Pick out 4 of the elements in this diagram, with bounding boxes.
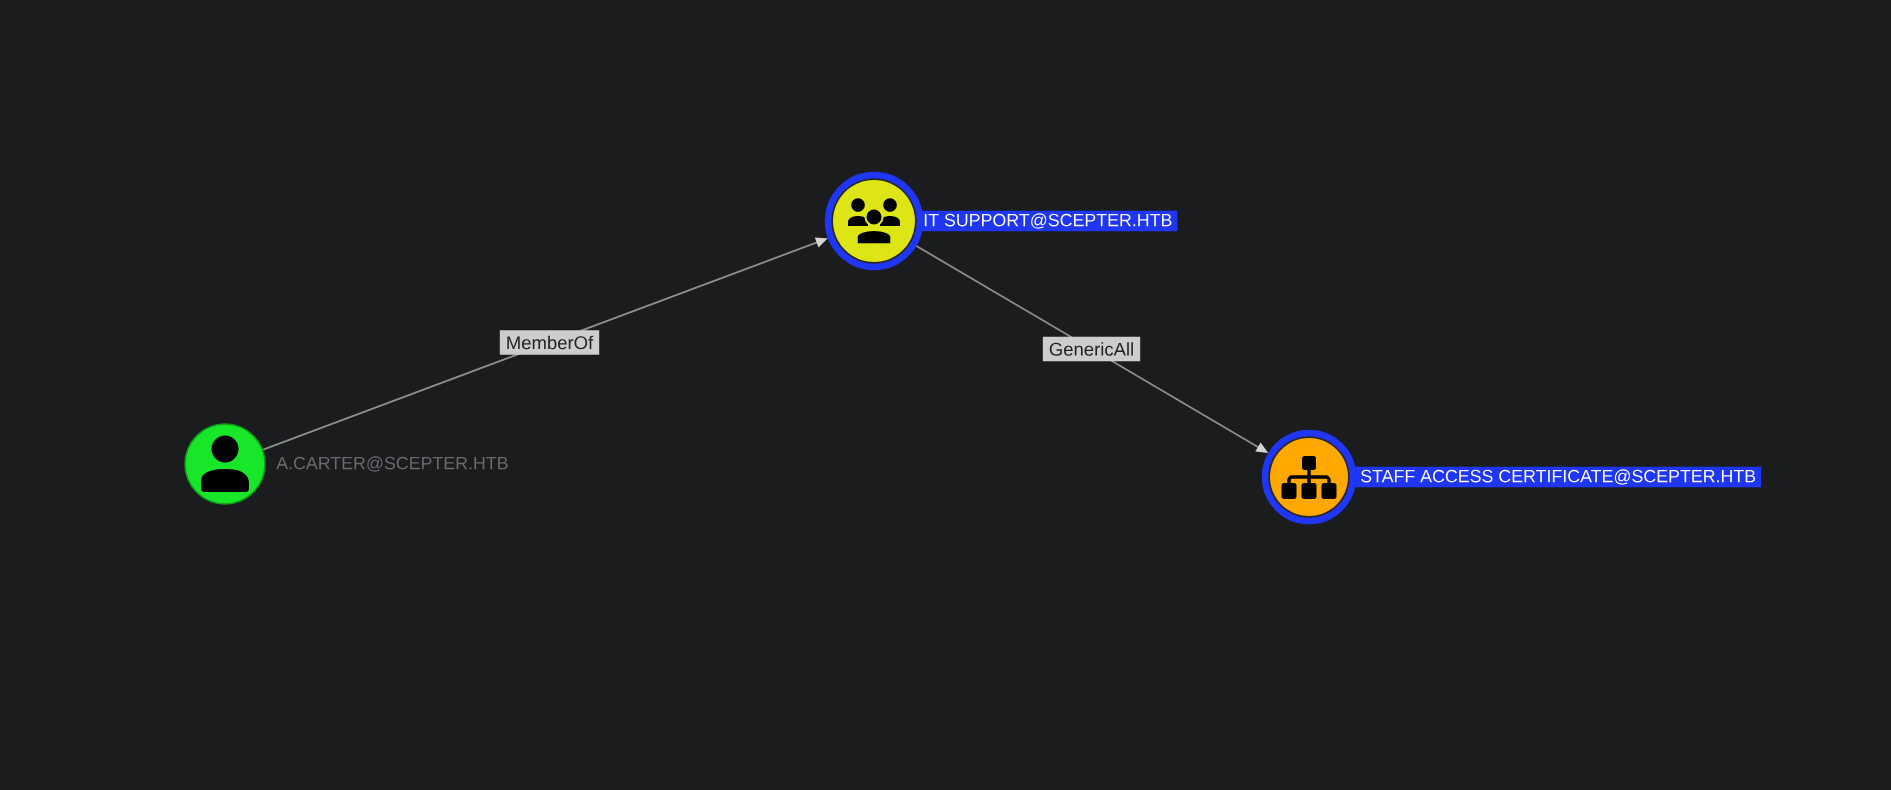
edge-label: GenericAll [1042,336,1141,362]
edge-label: MemberOf [499,330,600,355]
node-label: STAFF ACCESS CERTIFICATE@SCEPTER.HTB [1355,466,1762,488]
node-label: A.CARTER@SCEPTER.HTB [276,456,508,472]
